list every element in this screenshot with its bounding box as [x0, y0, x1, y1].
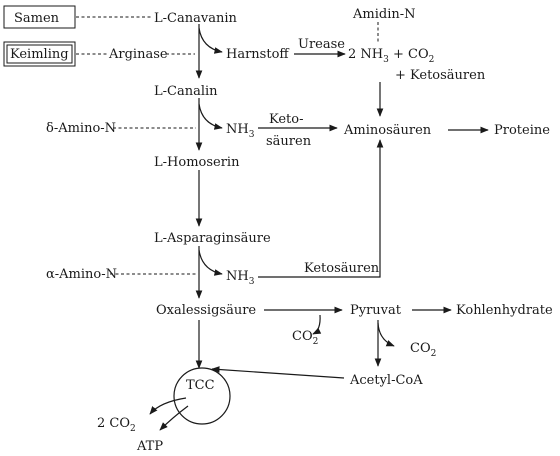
alpha-amino-n-label: α-Amino-N [46, 267, 117, 282]
samen-label: Samen [14, 11, 60, 26]
urease-label: Urease [298, 37, 345, 52]
kohlenhydrate-label: Kohlenhydrate [456, 303, 553, 318]
ketosaeuren-second-label: Ketosäuren [304, 261, 380, 276]
delta-amino-n-label: δ-Amino-N [46, 121, 116, 136]
asparaginsaeure-label: L-Asparaginsäure [154, 231, 271, 246]
tcc-cycle-circle [173, 367, 231, 425]
harnstoff-label: Harnstoff [226, 47, 290, 62]
arrow-co2-from-pyruvat [377, 322, 395, 347]
canalin-label: L-Canalin [154, 84, 218, 99]
acetyl-coa-label: Acetyl-CoA [349, 373, 423, 388]
samen-box [3, 5, 76, 29]
atp-label: ATP [136, 439, 163, 454]
nh3-co2-label: 2 NH3 + CO2 [348, 47, 434, 65]
homoserin-label: L-Homoserin [154, 155, 240, 170]
arginase-label: Arginase [108, 47, 168, 62]
co2-tcc-label: 2 CO2 [97, 416, 136, 434]
aminosaeuren-label: Aminosäuren [343, 123, 432, 138]
pyruvat-label: Pyruvat [350, 303, 402, 318]
co2-b-label: CO2 [410, 341, 436, 359]
arrow-to-nh3-first [198, 103, 223, 130]
arrow-nh3-second-aminosaeuren [258, 139, 384, 278]
arrow-acetylcoa-tcc [211, 366, 345, 379]
keto-line1-label: Keto- [269, 112, 304, 127]
arrow-to-nh3-second [198, 249, 223, 276]
canavanin-label: L-Canavanin [154, 11, 237, 26]
arrow-to-harnstoff [198, 27, 223, 54]
nh3-second-label: NH3 [226, 269, 255, 287]
proteine-label: Proteine [494, 123, 550, 138]
arrow-tcc-atp [159, 405, 189, 431]
keto-line2-label: säuren [266, 134, 312, 149]
nh3-first-label: NH3 [226, 122, 255, 140]
amidin-n-label: Amidin-N [352, 7, 416, 22]
co2-a-label: CO2 [292, 329, 318, 347]
keimling-inner-box [6, 44, 73, 64]
arrow-co2-from-oxalessigsaeure [312, 314, 322, 335]
ketosaeuren-plus-label: + Ketosäuren [395, 68, 486, 83]
keimling-label: Keimling [10, 47, 69, 62]
tcc-label: TCC [186, 378, 215, 393]
arrow-tcc-co2 [149, 397, 187, 415]
oxalessigsaeure-label: Oxalessigsäure [156, 303, 256, 318]
keimling-box [3, 41, 76, 67]
